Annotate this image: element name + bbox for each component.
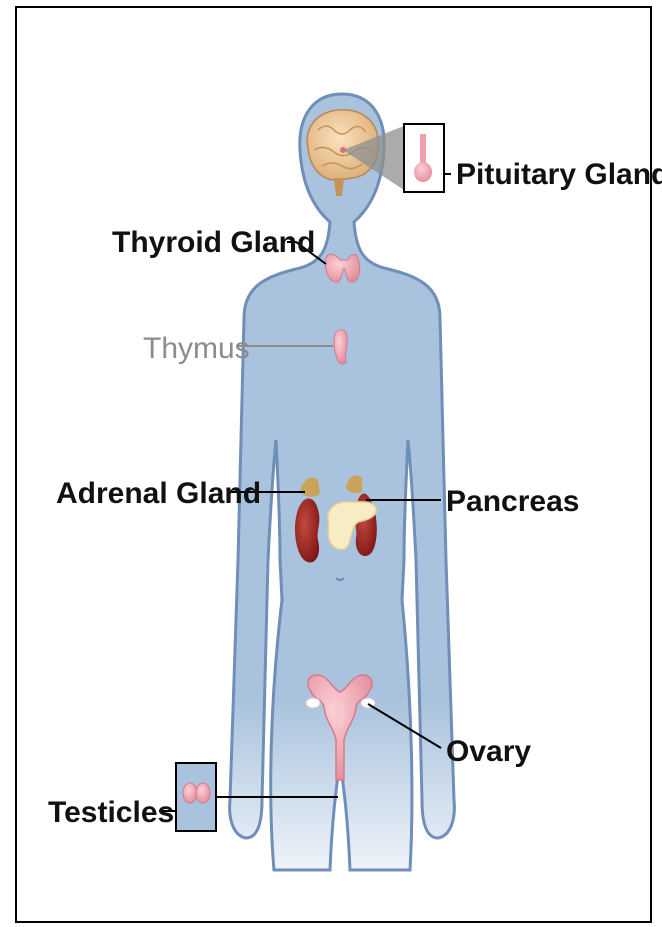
label-pituitary-gland: Pituitary Gland (456, 158, 662, 191)
label-thyroid-gland: Thyroid Gland (112, 226, 315, 259)
testicles-inset (176, 763, 216, 831)
label-testicles: Testicles (48, 796, 174, 829)
label-pancreas: Pancreas (446, 485, 579, 518)
label-thymus: Thymus (143, 332, 250, 365)
label-adrenal-gland: Adrenal Gland (56, 477, 261, 510)
label-ovary: Ovary (446, 735, 531, 768)
